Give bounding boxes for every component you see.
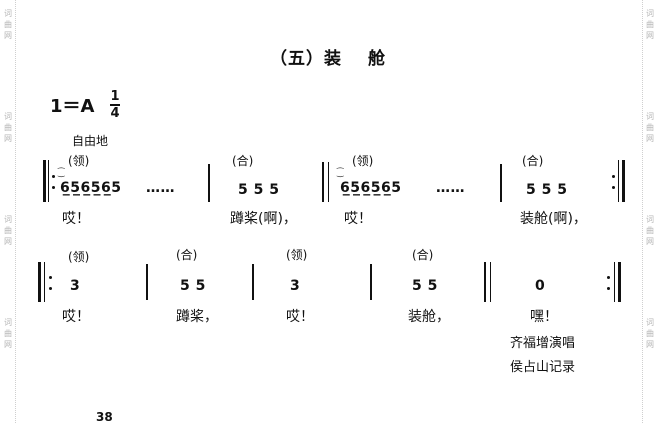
- watermark-char: 网: [4, 31, 12, 40]
- bar-line: [208, 164, 210, 202]
- watermark-char: 曲: [646, 123, 654, 132]
- repeat-bar-thin: [44, 262, 45, 302]
- repeat-dot: [49, 287, 52, 290]
- ornament-mark: ⁐: [58, 168, 65, 177]
- bar-line-thin: [490, 262, 491, 302]
- title-part2: 舱: [368, 49, 386, 69]
- title-part1: （五）装: [270, 49, 342, 69]
- watermark-char: 网: [4, 134, 12, 143]
- watermark-char: 词: [4, 112, 12, 121]
- lyric-r1m4: 装舱(啊)，: [520, 211, 587, 227]
- watermark-char: 曲: [4, 226, 12, 235]
- lyric-r2m2: 蹲桨，: [176, 309, 218, 325]
- repeat-dot: [52, 175, 55, 178]
- role-lead: (领): [68, 154, 90, 168]
- watermark-char: 网: [646, 237, 654, 246]
- bar-line: [146, 264, 148, 300]
- notes-r2m1: 3: [70, 278, 81, 294]
- time-denominator: 4: [110, 106, 120, 121]
- repeat-bar-thin: [48, 160, 49, 202]
- notes-r1m4: 5 5 5: [526, 182, 568, 198]
- lyric-r2m1: 哎！: [62, 309, 90, 325]
- page-number: 38: [96, 410, 113, 424]
- repeat-dot: [612, 175, 615, 178]
- bar-line: [322, 162, 324, 202]
- ellipsis-r1m1: ……: [146, 180, 175, 196]
- credit-singer: 齐福增演唱: [510, 336, 576, 351]
- watermark-char: 词: [646, 112, 654, 121]
- notes-r2m3: 3: [290, 278, 301, 294]
- notes-r2m2: 5 5: [180, 278, 206, 294]
- watermark-char: 词: [646, 9, 654, 18]
- repeat-dot: [612, 186, 615, 189]
- role-lead: (领): [352, 154, 374, 168]
- role-chorus: (合): [412, 248, 434, 262]
- key-signature: 1＝A: [50, 96, 95, 117]
- lyric-r1m3: 哎！: [344, 211, 372, 227]
- lyric-r1m1: 哎！: [62, 211, 90, 227]
- song-title: （五）装 舱: [270, 44, 386, 69]
- right-watermark: 词曲网 词曲网 词曲网 词曲网: [642, 0, 658, 423]
- role-chorus: (合): [176, 248, 198, 262]
- ellipsis-r1m3: ……: [436, 180, 465, 196]
- role-lead: (领): [68, 250, 90, 264]
- watermark-char: 曲: [646, 226, 654, 235]
- notes-r1m3: 6̲5̲6̲5̲6̲5: [340, 180, 402, 196]
- tempo-marking: 自由地: [72, 134, 109, 148]
- credit-recorder: 侯占山记录: [510, 360, 576, 375]
- watermark-char: 曲: [646, 20, 654, 29]
- watermark-char: 网: [646, 340, 654, 349]
- watermark-char: 词: [4, 318, 12, 327]
- repeat-dot: [607, 287, 610, 290]
- role-lead: (领): [286, 248, 308, 262]
- notes-r2m4: 5 5: [412, 278, 438, 294]
- bar-line: [484, 262, 486, 302]
- lyric-r1m2: 蹲桨(啊)，: [230, 211, 297, 227]
- watermark-char: 网: [4, 340, 12, 349]
- notes-r1m2: 5 5 5: [238, 182, 280, 198]
- watermark-char: 曲: [646, 329, 654, 338]
- watermark-char: 曲: [4, 123, 12, 132]
- watermark-char: 词: [4, 9, 12, 18]
- time-signature: 1 4: [110, 90, 120, 120]
- lyric-r2m5: 嘿！: [530, 309, 558, 325]
- repeat-bar-end: [622, 160, 625, 202]
- lyric-r2m4: 装舱，: [408, 309, 450, 325]
- watermark-char: 词: [646, 318, 654, 327]
- bar-line: [252, 264, 254, 300]
- notes-r2m5: 0: [535, 278, 546, 294]
- repeat-bar-start: [43, 160, 46, 202]
- watermark-char: 网: [4, 237, 12, 246]
- repeat-bar-start: [38, 262, 41, 302]
- watermark-char: 网: [646, 134, 654, 143]
- repeat-dot: [607, 276, 610, 279]
- bar-line: [500, 164, 502, 202]
- watermark-char: 词: [646, 215, 654, 224]
- repeat-bar-thin: [614, 262, 615, 302]
- role-chorus: (合): [522, 154, 544, 168]
- watermark-char: 曲: [4, 329, 12, 338]
- repeat-bar-thin: [618, 160, 619, 202]
- watermark-char: 网: [646, 31, 654, 40]
- notes-r1m1: 6̲5̲6̲5̲6̲5: [60, 180, 122, 196]
- watermark-char: 曲: [4, 20, 12, 29]
- bar-line: [370, 264, 372, 300]
- bar-line-thin: [328, 162, 329, 202]
- repeat-dot: [52, 186, 55, 189]
- repeat-bar-end: [618, 262, 621, 302]
- time-numerator: 1: [110, 89, 120, 104]
- watermark-char: 词: [4, 215, 12, 224]
- ornament-mark: ⁐: [337, 168, 344, 177]
- role-chorus: (合): [232, 154, 254, 168]
- left-watermark: 词曲网 词曲网 词曲网 词曲网: [0, 0, 16, 423]
- repeat-dot: [49, 276, 52, 279]
- lyric-r2m3: 哎！: [286, 309, 314, 325]
